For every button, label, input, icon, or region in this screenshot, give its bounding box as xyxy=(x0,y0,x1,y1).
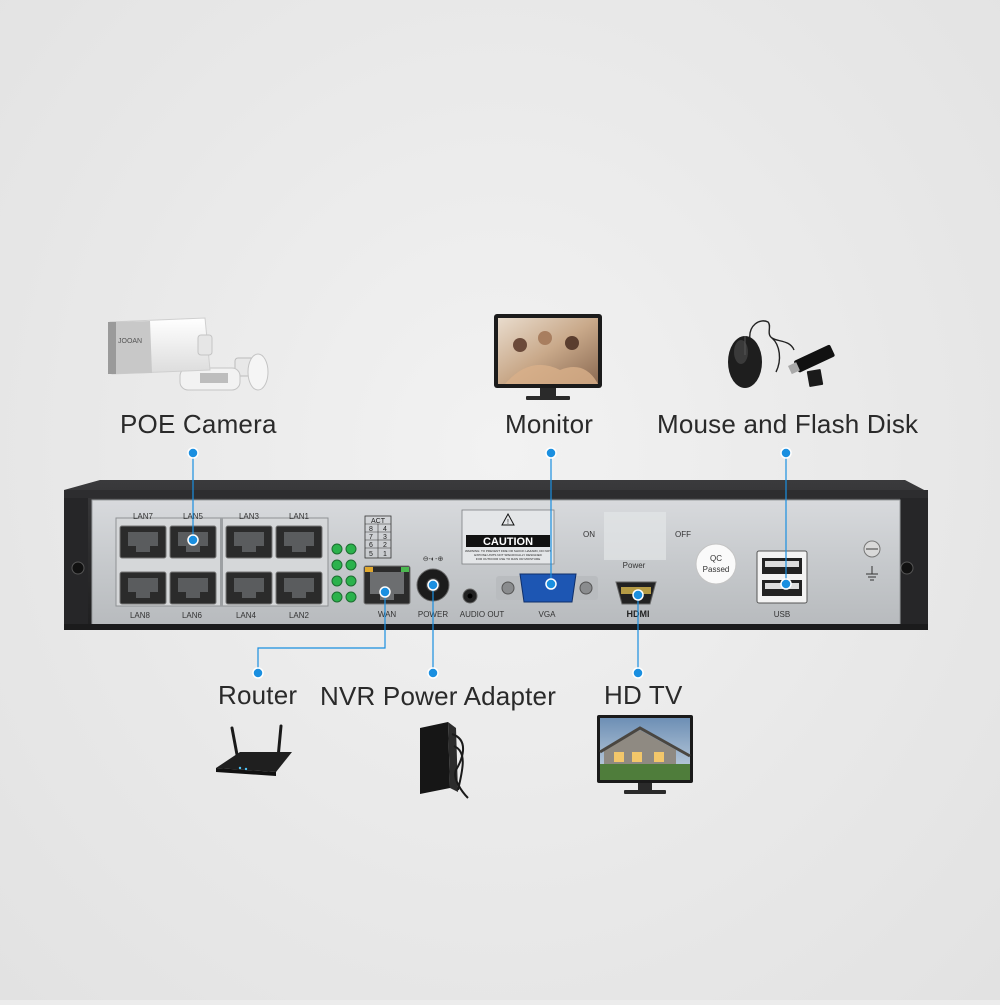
router-label: Router xyxy=(218,680,298,710)
power-adapter-icon xyxy=(420,722,469,799)
polarity-symbol: ⊖-◐-⊕ xyxy=(423,556,444,563)
connector-dot xyxy=(252,667,264,679)
connector-lines xyxy=(192,453,787,673)
usb-label: USB xyxy=(774,610,790,619)
connector-router xyxy=(257,592,386,673)
qc-passed-sticker: QC Passed xyxy=(695,543,737,585)
act-cell: 5 xyxy=(369,551,373,558)
connector-dot xyxy=(545,447,557,459)
connector-dot xyxy=(780,578,792,590)
poe-camera-label: POE Camera xyxy=(120,409,277,439)
act-cell: 6 xyxy=(369,542,373,549)
lan-label: LAN7 xyxy=(133,512,154,521)
caution-label: ! CAUTION WARNING: TO PREVENT FIRE OR SH… xyxy=(461,509,555,565)
poe-camera-icon: JOOAN xyxy=(108,317,269,391)
audio-out-label: AUDIO OUT xyxy=(460,610,505,619)
connector-dot xyxy=(187,534,199,546)
caution-heading: CAUTION xyxy=(483,536,533,548)
caution-text-line: EXPOSE UNITS NOT SPECIFICALLY DESIGNED xyxy=(474,553,542,557)
qc-line2: Passed xyxy=(703,565,730,574)
connector-dot xyxy=(632,589,644,601)
connector-dot xyxy=(379,586,391,598)
connector-dots xyxy=(187,447,792,679)
monitor-icon xyxy=(494,314,602,400)
hdtv-label: HD TV xyxy=(604,680,683,710)
act-cell: 8 xyxy=(369,526,373,533)
router-icon xyxy=(216,724,292,776)
wan-port: WAN xyxy=(363,565,411,619)
qc-line1: QC xyxy=(710,554,722,563)
act-header: ACT xyxy=(371,518,386,525)
connector-dot xyxy=(545,578,557,590)
switch-power-label: Power xyxy=(623,561,646,570)
wan-label: WAN xyxy=(378,610,397,619)
act-cell: 1 xyxy=(383,551,387,558)
act-table: ACT 8 4 7 3 6 2 5 1 xyxy=(364,515,392,559)
mouse-flash-disk-label: Mouse and Flash Disk xyxy=(657,409,919,439)
connector-dot xyxy=(427,579,439,591)
hdtv-icon xyxy=(597,715,693,794)
audio-out-jack: AUDIO OUT xyxy=(460,588,505,619)
connector-dot xyxy=(427,667,439,679)
lan-label: LAN2 xyxy=(289,611,310,620)
lan-label: LAN4 xyxy=(236,611,257,620)
svg-text:!: ! xyxy=(507,519,509,526)
lan-label: LAN1 xyxy=(289,512,310,521)
act-cell: 4 xyxy=(383,526,387,533)
mouse-flash-disk-icon xyxy=(728,320,835,388)
lan-label: LAN8 xyxy=(130,611,151,620)
power-adapter-label: NVR Power Adapter xyxy=(320,681,557,711)
lan-ports: LAN7 LAN5 LAN3 LAN1 LAN8 LAN6 LAN4 LAN2 xyxy=(115,512,329,620)
connector-dot xyxy=(187,447,199,459)
camera-brand-text: JOOAN xyxy=(118,338,142,345)
act-cell: 2 xyxy=(383,542,387,549)
lan-label: LAN3 xyxy=(239,512,260,521)
connector-dot xyxy=(780,447,792,459)
caution-text-line: WARNING: TO PREVENT FIRE OR SHOCK HAZARD… xyxy=(465,549,551,553)
monitor-label: Monitor xyxy=(505,409,594,439)
status-leds xyxy=(331,543,357,603)
power-switch: ON OFF Power xyxy=(583,512,691,570)
act-cell: 7 xyxy=(369,534,373,541)
switch-on-label: ON xyxy=(583,530,595,539)
vga-label: VGA xyxy=(539,610,557,619)
ground-screw-icon xyxy=(863,540,881,581)
lan-label: LAN6 xyxy=(182,611,203,620)
connector-dot xyxy=(632,667,644,679)
switch-off-label: OFF xyxy=(675,530,691,539)
caution-text-line: FOR OUTDOOR USE TO RAIN OR MOISTURE xyxy=(476,557,540,561)
act-cell: 3 xyxy=(383,534,387,541)
